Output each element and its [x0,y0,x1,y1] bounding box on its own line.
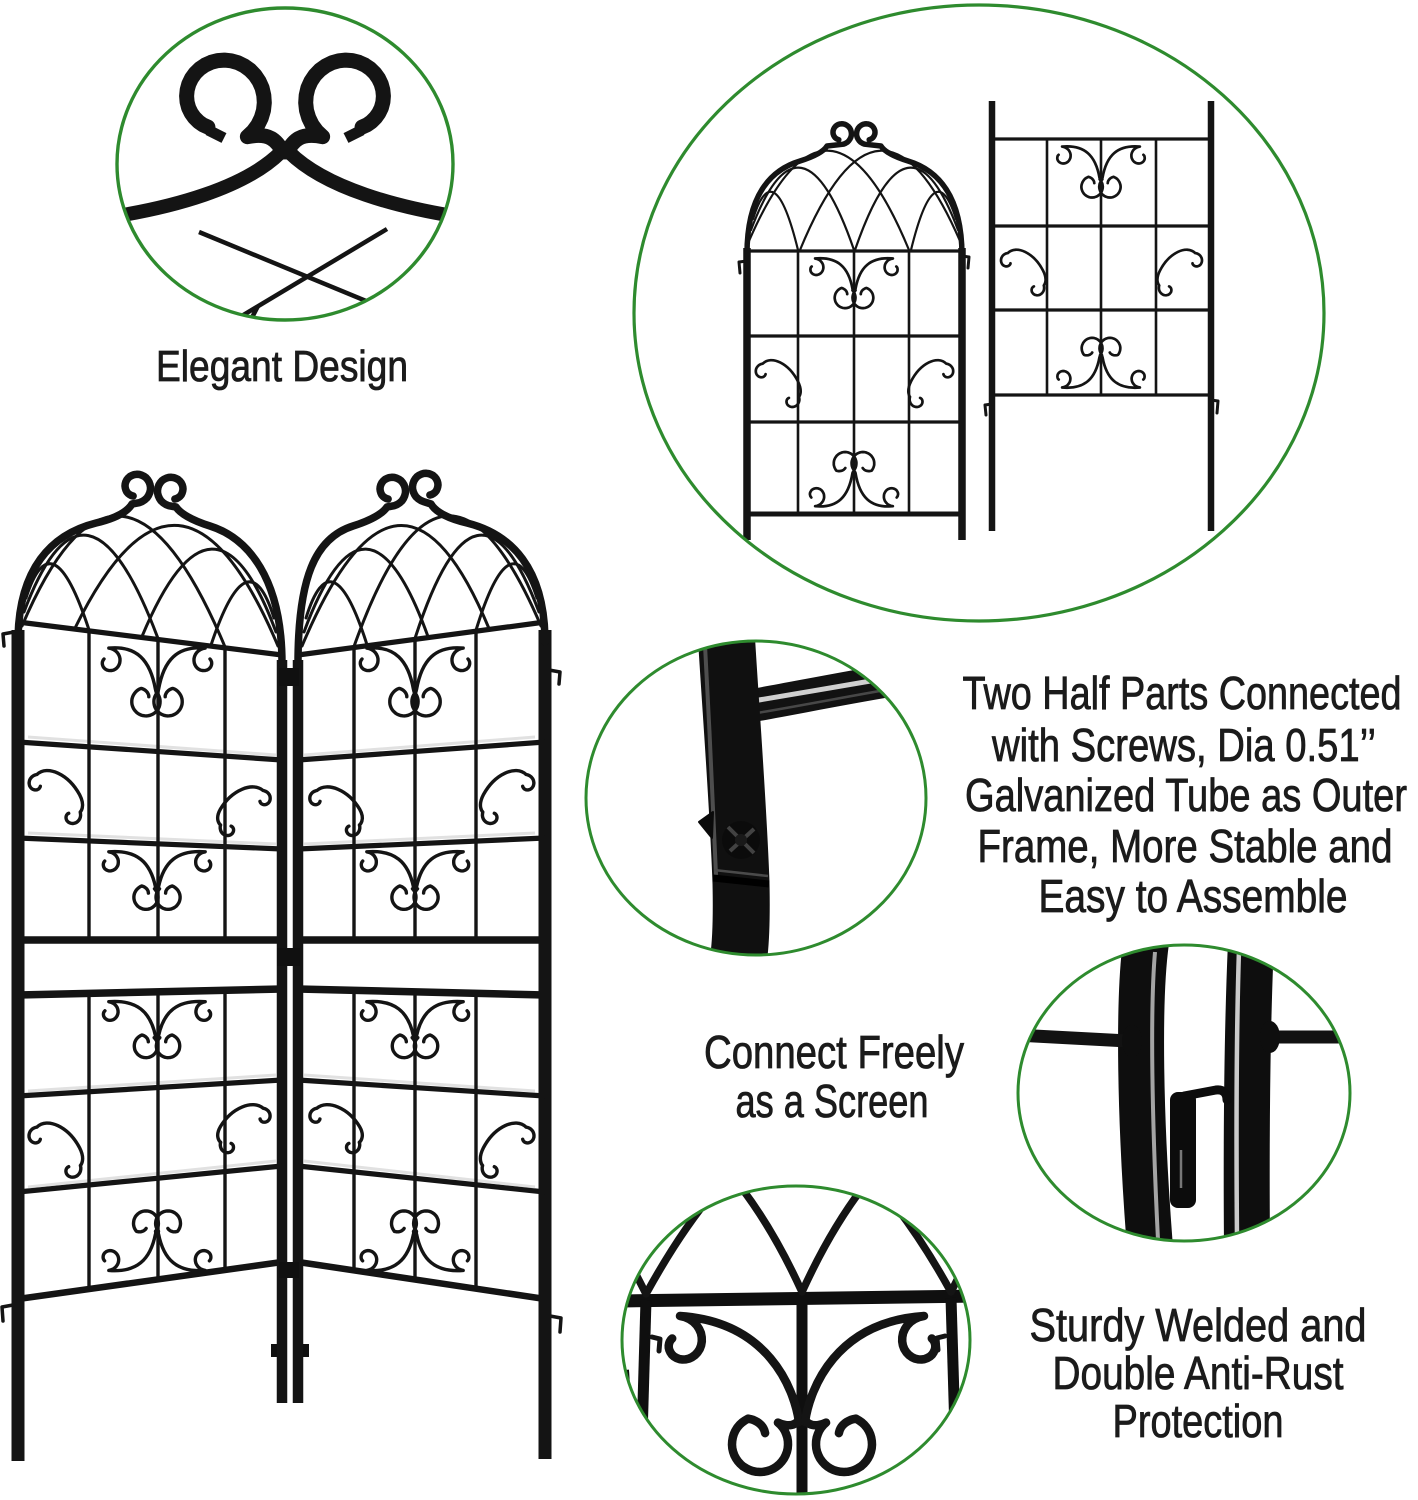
svg-text:with Screws, Dia 0.51’’: with Screws, Dia 0.51’’ [991,719,1376,771]
svg-text:Galvanized Tube as Outer: Galvanized Tube as Outer [965,769,1407,821]
svg-text:Frame, More Stable and: Frame, More Stable and [978,820,1393,872]
svg-text:Protection: Protection [1113,1395,1284,1447]
svg-text:Sturdy Welded and: Sturdy Welded and [1030,1299,1367,1351]
svg-text:Two Half Parts Connected: Two Half Parts Connected [963,667,1402,719]
svg-text:as a Screen: as a Screen [736,1075,929,1127]
svg-text:Easy to Assemble: Easy to Assemble [1039,870,1348,922]
svg-text:Double Anti-Rust: Double Anti-Rust [1053,1347,1344,1399]
svg-text:Elegant Design: Elegant Design [156,342,408,391]
svg-text:Connect Freely: Connect Freely [704,1026,964,1078]
